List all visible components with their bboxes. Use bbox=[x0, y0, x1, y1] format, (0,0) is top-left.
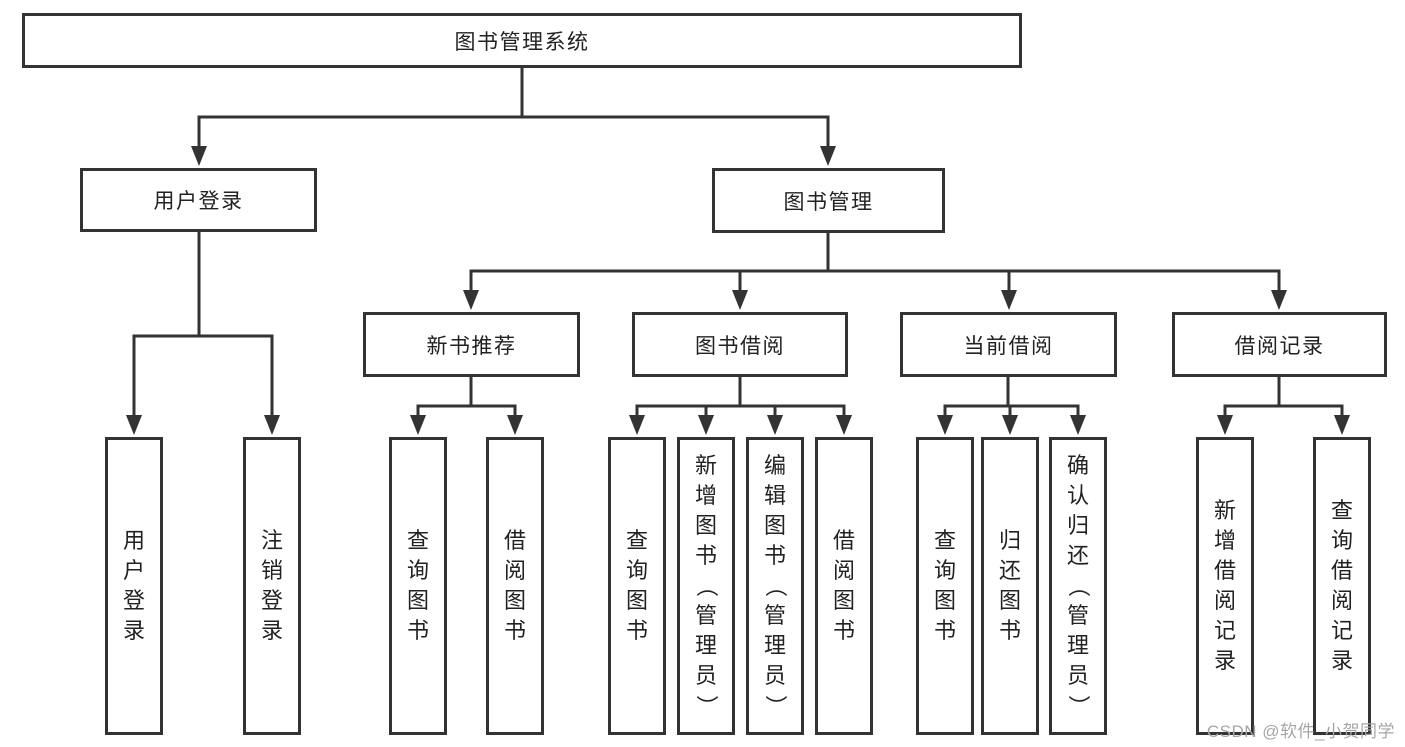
leaf-return-books: 归还图书 bbox=[981, 437, 1039, 735]
edge-book-mgmt-to-level3 bbox=[469, 233, 1281, 294]
edge-book-borrow-group bbox=[635, 377, 846, 419]
node-new-book-recommend-label: 新书推荐 bbox=[426, 334, 517, 358]
arrowhead bbox=[1001, 290, 1017, 310]
leaf-query-books-current: 查询图书 bbox=[916, 437, 974, 735]
leaf-add-book-admin-label: 新增图书（管理员） bbox=[693, 453, 719, 718]
leaf-query-books-borrow: 查询图书 bbox=[608, 437, 666, 735]
node-root-label: 图书管理系统 bbox=[454, 30, 590, 54]
arrowhead bbox=[507, 415, 523, 435]
arrowhead bbox=[1271, 290, 1287, 310]
leaf-confirm-return-admin-label: 确认归还（管理员） bbox=[1065, 453, 1091, 718]
edge-root-to-level2 bbox=[197, 68, 830, 150]
leaf-user-login: 用户登录 bbox=[105, 437, 163, 735]
leaf-return-books-label: 归还图书 bbox=[998, 528, 1021, 643]
arrowhead bbox=[836, 415, 852, 435]
edge-new-book-group bbox=[416, 377, 517, 419]
node-borrow-records: 借阅记录 bbox=[1172, 312, 1387, 377]
arrowhead bbox=[191, 146, 207, 166]
arrowhead bbox=[410, 415, 426, 435]
arrowhead bbox=[1217, 415, 1233, 435]
leaf-edit-book-admin: 编辑图书（管理员） bbox=[746, 437, 804, 735]
node-user-login-label: 用户登录 bbox=[153, 190, 244, 213]
arrowhead bbox=[698, 415, 714, 435]
leaf-logout-label: 注销登录 bbox=[260, 528, 283, 643]
leaf-add-book-admin: 新增图书（管理员） bbox=[677, 437, 735, 735]
leaf-query-books-recommend: 查询图书 bbox=[389, 437, 447, 735]
leaf-add-borrow-record-label: 新增借阅记录 bbox=[1213, 498, 1236, 673]
node-current-borrow: 当前借阅 bbox=[900, 312, 1117, 377]
node-root: 图书管理系统 bbox=[22, 13, 1022, 68]
node-book-management: 图书管理 bbox=[712, 168, 945, 233]
arrowhead bbox=[1334, 415, 1350, 435]
node-borrow-records-label: 借阅记录 bbox=[1234, 334, 1325, 358]
leaf-borrow-books-recommend-label: 借阅图书 bbox=[503, 528, 526, 643]
leaf-query-borrow-record-label: 查询借阅记录 bbox=[1330, 498, 1353, 673]
node-book-borrow: 图书借阅 bbox=[632, 312, 848, 377]
leaf-query-books-recommend-label: 查询图书 bbox=[406, 528, 429, 643]
leaf-borrow-books-label: 借阅图书 bbox=[832, 528, 855, 643]
node-new-book-recommend: 新书推荐 bbox=[363, 312, 580, 377]
tree-edges bbox=[132, 68, 1344, 419]
leaf-query-books-borrow-label: 查询图书 bbox=[625, 528, 648, 643]
arrowhead bbox=[820, 146, 836, 166]
arrowhead bbox=[1070, 415, 1086, 435]
arrowhead bbox=[732, 290, 748, 310]
leaf-logout: 注销登录 bbox=[243, 437, 301, 735]
leaf-user-login-label: 用户登录 bbox=[122, 528, 145, 643]
node-book-management-label: 图书管理 bbox=[783, 190, 874, 214]
leaf-add-borrow-record: 新增借阅记录 bbox=[1196, 437, 1254, 735]
leaf-confirm-return-admin: 确认归还（管理员） bbox=[1049, 437, 1107, 735]
arrowhead bbox=[1002, 415, 1018, 435]
arrowheads bbox=[126, 146, 1350, 435]
csdn-watermark: CSDN @软件_小贺同学 bbox=[1206, 722, 1395, 741]
leaf-borrow-books: 借阅图书 bbox=[815, 437, 873, 735]
leaf-edit-book-admin-label: 编辑图书（管理员） bbox=[762, 453, 788, 718]
leaf-query-borrow-record: 查询借阅记录 bbox=[1313, 437, 1371, 735]
arrowhead bbox=[264, 415, 280, 435]
arrowhead bbox=[126, 415, 142, 435]
arrowhead bbox=[767, 415, 783, 435]
leaf-query-books-current-label: 查询图书 bbox=[933, 528, 956, 643]
node-book-borrow-label: 图书借阅 bbox=[695, 334, 785, 358]
leaf-borrow-books-recommend: 借阅图书 bbox=[486, 437, 544, 735]
arrowhead bbox=[629, 415, 645, 435]
arrowhead bbox=[463, 290, 479, 310]
node-current-borrow-label: 当前借阅 bbox=[963, 334, 1054, 358]
edge-user-login-to-children bbox=[132, 232, 274, 419]
edge-borrow-records-group bbox=[1223, 377, 1344, 419]
node-user-login: 用户登录 bbox=[80, 168, 317, 232]
arrowhead bbox=[937, 415, 953, 435]
edge-current-borrow-group bbox=[943, 377, 1080, 419]
